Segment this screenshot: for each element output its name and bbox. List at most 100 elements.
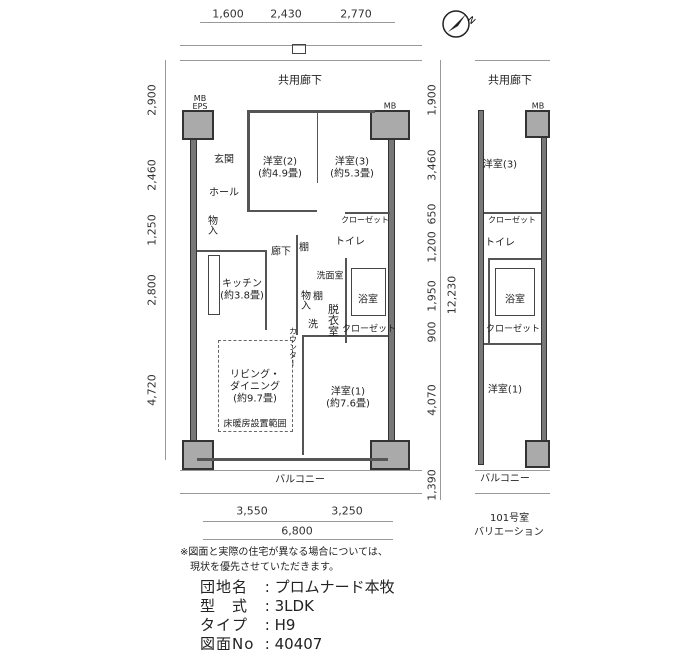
kitchen-counter <box>208 255 220 315</box>
variation-room-closet: クローゼット <box>488 215 536 225</box>
left-dim: 2,800 <box>145 274 159 306</box>
balcony-line <box>180 470 422 471</box>
wall <box>484 343 541 345</box>
dim-line <box>165 60 166 460</box>
corridor-line <box>475 60 550 61</box>
wall <box>478 110 484 465</box>
wall <box>488 258 490 343</box>
left-dim: 1,250 <box>145 214 159 246</box>
wall <box>302 335 388 337</box>
separator: : <box>264 578 270 596</box>
bathtub <box>495 268 535 316</box>
right-dim: 1,200 <box>425 231 439 263</box>
corridor-label: 共用廊下 <box>278 73 322 87</box>
room-bath: 浴室 <box>358 294 378 306</box>
north-compass-icon: N <box>442 10 476 38</box>
wall <box>541 110 547 465</box>
wall <box>296 235 298 335</box>
separator: : <box>264 597 270 615</box>
variation-caption: バリエーション <box>474 527 544 538</box>
info-row: 団地名 : プロムナード本牧 <box>200 578 395 597</box>
right-dim: 4,070 <box>425 384 439 416</box>
column <box>525 110 550 138</box>
bottom-dim-total: 6,800 <box>281 524 313 538</box>
room-closet: クローゼット <box>341 215 389 225</box>
room-yoshitsu2: 洋室(2) <box>262 156 298 168</box>
right-dim: 3,460 <box>425 149 439 181</box>
wall <box>265 250 267 330</box>
variation-room-yoshitsu3: 洋室(3) <box>482 159 518 171</box>
right-dim: 1,950 <box>425 280 439 312</box>
column <box>182 110 214 140</box>
right-dim: 1,900 <box>425 84 439 116</box>
wall <box>345 212 390 214</box>
room-washroom: 洗面室 <box>316 271 344 282</box>
room-living: リビング・ <box>230 369 280 381</box>
info-key: 型 式 <box>200 597 249 615</box>
window <box>197 458 388 461</box>
variation-balcony-label: バルコニー <box>480 473 530 485</box>
mb-eps-label: MB EPS <box>192 94 208 111</box>
left-dim: 2,460 <box>145 159 159 191</box>
wall <box>388 110 395 465</box>
separator: : <box>264 635 270 650</box>
floor-heating-area <box>218 340 293 432</box>
meter-icon <box>292 44 306 54</box>
dim-line <box>203 539 393 540</box>
window <box>250 110 375 113</box>
bathtub <box>351 268 386 316</box>
room-size: (約7.6畳) <box>326 398 370 410</box>
wall <box>247 110 250 210</box>
info-row: 図面No : 40407 <box>200 635 395 650</box>
room-size: (約4.9畳) <box>258 168 302 180</box>
disclaimer-note: ※図面と実際の住宅が異なる場合については、 現状を優先させていただきます。 <box>180 545 388 575</box>
separator: : <box>264 616 270 634</box>
dim-line <box>440 60 441 500</box>
info-row: タイプ : H9 <box>200 616 395 635</box>
bottom-dim: 3,550 <box>236 504 268 518</box>
info-key: 図面No <box>200 635 255 650</box>
counter-label: カウンター <box>288 327 298 367</box>
note-line: 現状を優先させていただきます。 <box>190 562 339 573</box>
room-size: (約9.7畳) <box>233 393 277 405</box>
top-dim: 1,600 <box>212 7 244 21</box>
wall <box>484 212 541 214</box>
shelf-label: 棚 <box>299 242 309 254</box>
wall <box>197 250 267 252</box>
room-storage: 物入 <box>298 290 310 310</box>
room-hallway: 廊下 <box>271 246 291 258</box>
corridor-line <box>180 60 422 61</box>
top-dim: 2,430 <box>270 7 302 21</box>
room-storage: 物入 <box>205 215 217 235</box>
column <box>182 440 214 470</box>
wall <box>302 335 304 455</box>
top-dim: 2,770 <box>340 7 372 21</box>
left-dim: 4,720 <box>145 374 159 406</box>
right-dim: 900 <box>425 321 439 343</box>
column <box>525 440 550 468</box>
info-value: プロムナード本牧 <box>274 578 395 596</box>
room-genkan: 玄関 <box>214 154 234 166</box>
variation-room-yoshitsu1: 洋室(1) <box>487 384 523 396</box>
mb-label: MB <box>531 101 545 111</box>
room-dressing: 脱衣室 <box>326 303 340 337</box>
washer-label: 洗 <box>308 319 318 331</box>
dim-line <box>200 22 395 23</box>
info-key: タイプ <box>200 616 249 634</box>
room-dining: ダイニング <box>230 381 280 393</box>
info-row: 型 式 : 3LDK <box>200 597 395 616</box>
room-yoshitsu1: 洋室(1) <box>330 386 366 398</box>
sliding-partition <box>317 113 318 183</box>
balcony-line <box>475 470 550 471</box>
bottom-dim: 3,250 <box>331 504 363 518</box>
room-hall: ホール <box>209 187 239 199</box>
room-yoshitsu3: 洋室(3) <box>334 156 370 168</box>
variation-corridor-label: 共用廊下 <box>488 73 532 87</box>
balcony-label: バルコニー <box>275 474 325 486</box>
total-depth-dim: 12,230 <box>445 275 459 315</box>
variation-room-bath: 浴室 <box>505 294 525 306</box>
wall <box>247 210 317 212</box>
plan-info: 団地名 : プロムナード本牧 型 式 : 3LDK タイプ : H9 図面No … <box>200 578 395 650</box>
info-key: 団地名 <box>200 578 249 596</box>
room-size: (約5.3畳) <box>330 168 374 180</box>
